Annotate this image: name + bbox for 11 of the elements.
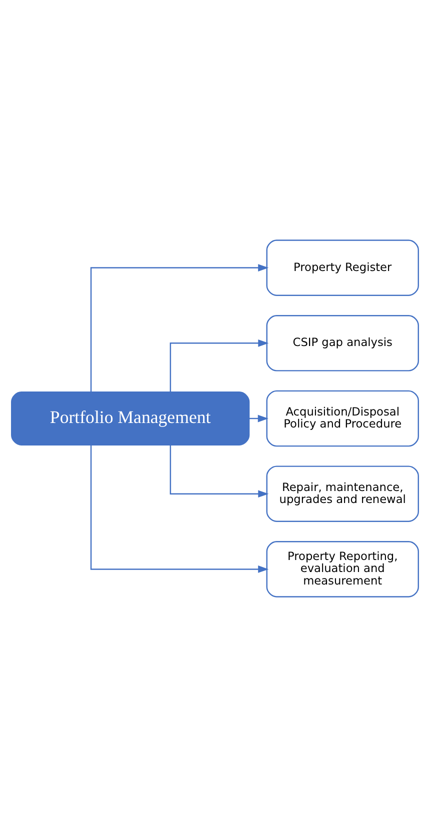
node-box: Property Register (266, 240, 419, 296)
node-box: Portfolio Management (11, 392, 250, 446)
node-box: Repair, maintenance, upgrades and renewal (266, 466, 419, 522)
arrow (90, 445, 269, 573)
node-box: Acquisition/Disposal Policy and Procedure (266, 390, 419, 447)
node-box: CSIP gap analysis (266, 314, 419, 372)
arrow (249, 414, 268, 422)
arrow (170, 339, 269, 392)
node-box: Property Reporting, evaluation and measurement (266, 541, 419, 598)
arrow (90, 264, 269, 392)
arrow (170, 444, 269, 498)
